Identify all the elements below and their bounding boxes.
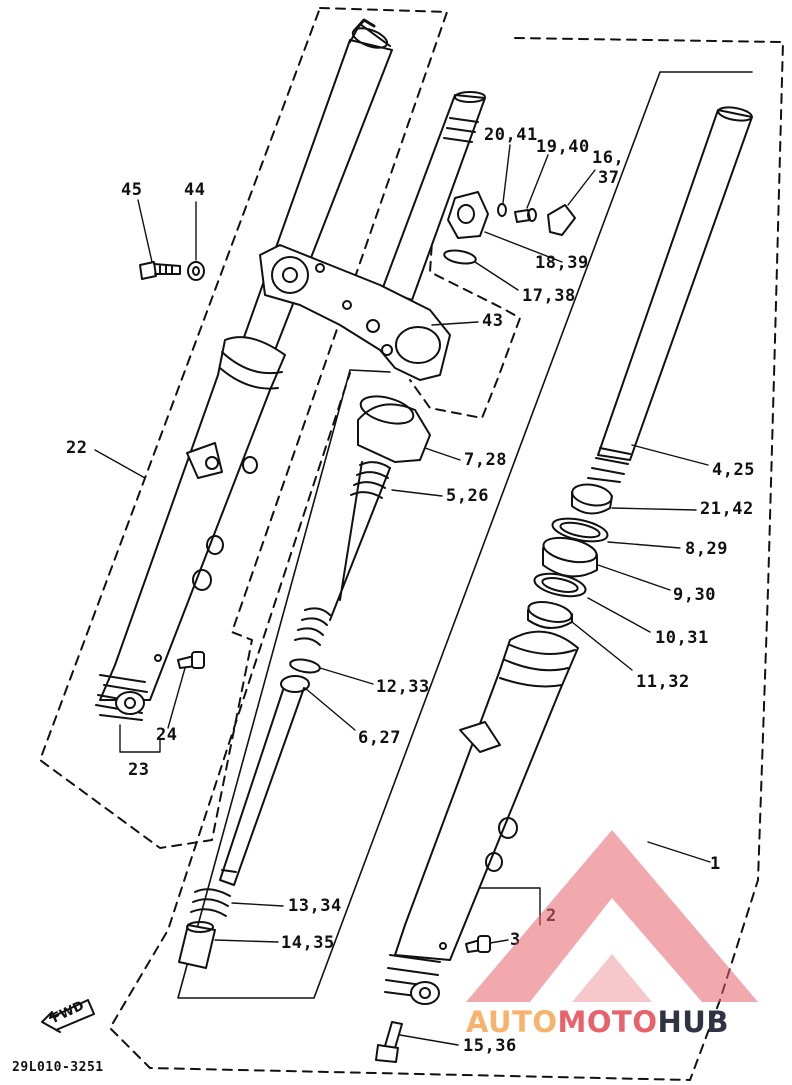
label-19-40: 19,40 bbox=[536, 137, 590, 157]
spring-13-34 bbox=[190, 888, 231, 917]
label-9-30: 9,30 bbox=[673, 585, 716, 605]
label-45: 45 bbox=[121, 180, 143, 200]
bolt-3 bbox=[465, 935, 491, 953]
label-18-39: 18,39 bbox=[535, 253, 589, 273]
inner-tube-4-25 bbox=[587, 106, 753, 483]
bracket-boundary bbox=[409, 149, 521, 419]
screw-19-40 bbox=[514, 208, 537, 223]
label-1: 1 bbox=[710, 854, 721, 874]
forward-arrow-icon bbox=[41, 999, 95, 1033]
label-15-36: 15,36 bbox=[463, 1036, 517, 1056]
bolt-15-36 bbox=[375, 1021, 403, 1063]
label-8-29: 8,29 bbox=[685, 539, 728, 559]
label-4-25: 4,25 bbox=[712, 460, 755, 480]
oil-seal-9-30 bbox=[542, 536, 598, 578]
fork-bracket bbox=[259, 244, 451, 381]
damper-group-outline bbox=[177, 71, 753, 999]
left-assembly-boundary bbox=[39, 7, 448, 849]
label-22: 22 bbox=[66, 438, 88, 458]
watermark-text-auto: AUTO bbox=[466, 1005, 558, 1039]
label-16-37-line2: 37 bbox=[598, 168, 620, 188]
outer-tube-1 bbox=[384, 630, 579, 1005]
oring-17-38 bbox=[443, 249, 477, 265]
label-6-27: 6,27 bbox=[358, 728, 401, 748]
bolt-16-37 bbox=[547, 204, 576, 236]
label-14-35: 14,35 bbox=[281, 933, 335, 953]
label-3: 3 bbox=[510, 930, 521, 950]
bolt-24 bbox=[177, 651, 205, 669]
label-24: 24 bbox=[156, 725, 178, 745]
damper-rod-6-27 bbox=[219, 675, 310, 886]
watermark-logo-icon bbox=[466, 830, 758, 1002]
watermark-text-moto: MOTO bbox=[557, 1005, 658, 1039]
dust-seal-11-32 bbox=[527, 601, 573, 629]
diagram-code: 29L010-3251 bbox=[12, 1060, 104, 1075]
label-17-38: 17,38 bbox=[522, 286, 576, 306]
label-12-33: 12,33 bbox=[376, 677, 430, 697]
left-fork-lower-leg bbox=[95, 336, 286, 721]
watermark-text-hub: HUB bbox=[657, 1005, 729, 1039]
spring-5-26 bbox=[294, 461, 391, 646]
dust-seal-7-28 bbox=[357, 395, 431, 463]
leader-lines bbox=[94, 144, 711, 1046]
label-43: 43 bbox=[482, 311, 504, 331]
label-13-34: 13,34 bbox=[288, 896, 342, 916]
label-11-32: 11,32 bbox=[636, 672, 690, 692]
label-7-28: 7,28 bbox=[464, 450, 507, 470]
washer-44 bbox=[187, 261, 205, 281]
collar-14-35 bbox=[178, 921, 216, 969]
bolt-45 bbox=[139, 261, 181, 280]
label-10-31: 10,31 bbox=[655, 628, 709, 648]
label-20-41: 20,41 bbox=[484, 125, 538, 145]
watermark-text: AUTOMOTOHUB bbox=[466, 1005, 729, 1039]
label-16-37-line1: 16, bbox=[592, 148, 625, 168]
label-44: 44 bbox=[184, 180, 206, 200]
label-23: 23 bbox=[128, 760, 150, 780]
label-5-26: 5,26 bbox=[446, 486, 489, 506]
label-21-42: 21,42 bbox=[700, 499, 754, 519]
cap-18-39 bbox=[447, 191, 489, 239]
washer-20-41 bbox=[497, 203, 507, 217]
washer-12-33 bbox=[289, 658, 321, 674]
bushing-21-42 bbox=[571, 483, 613, 515]
clip-10-31 bbox=[533, 572, 587, 598]
